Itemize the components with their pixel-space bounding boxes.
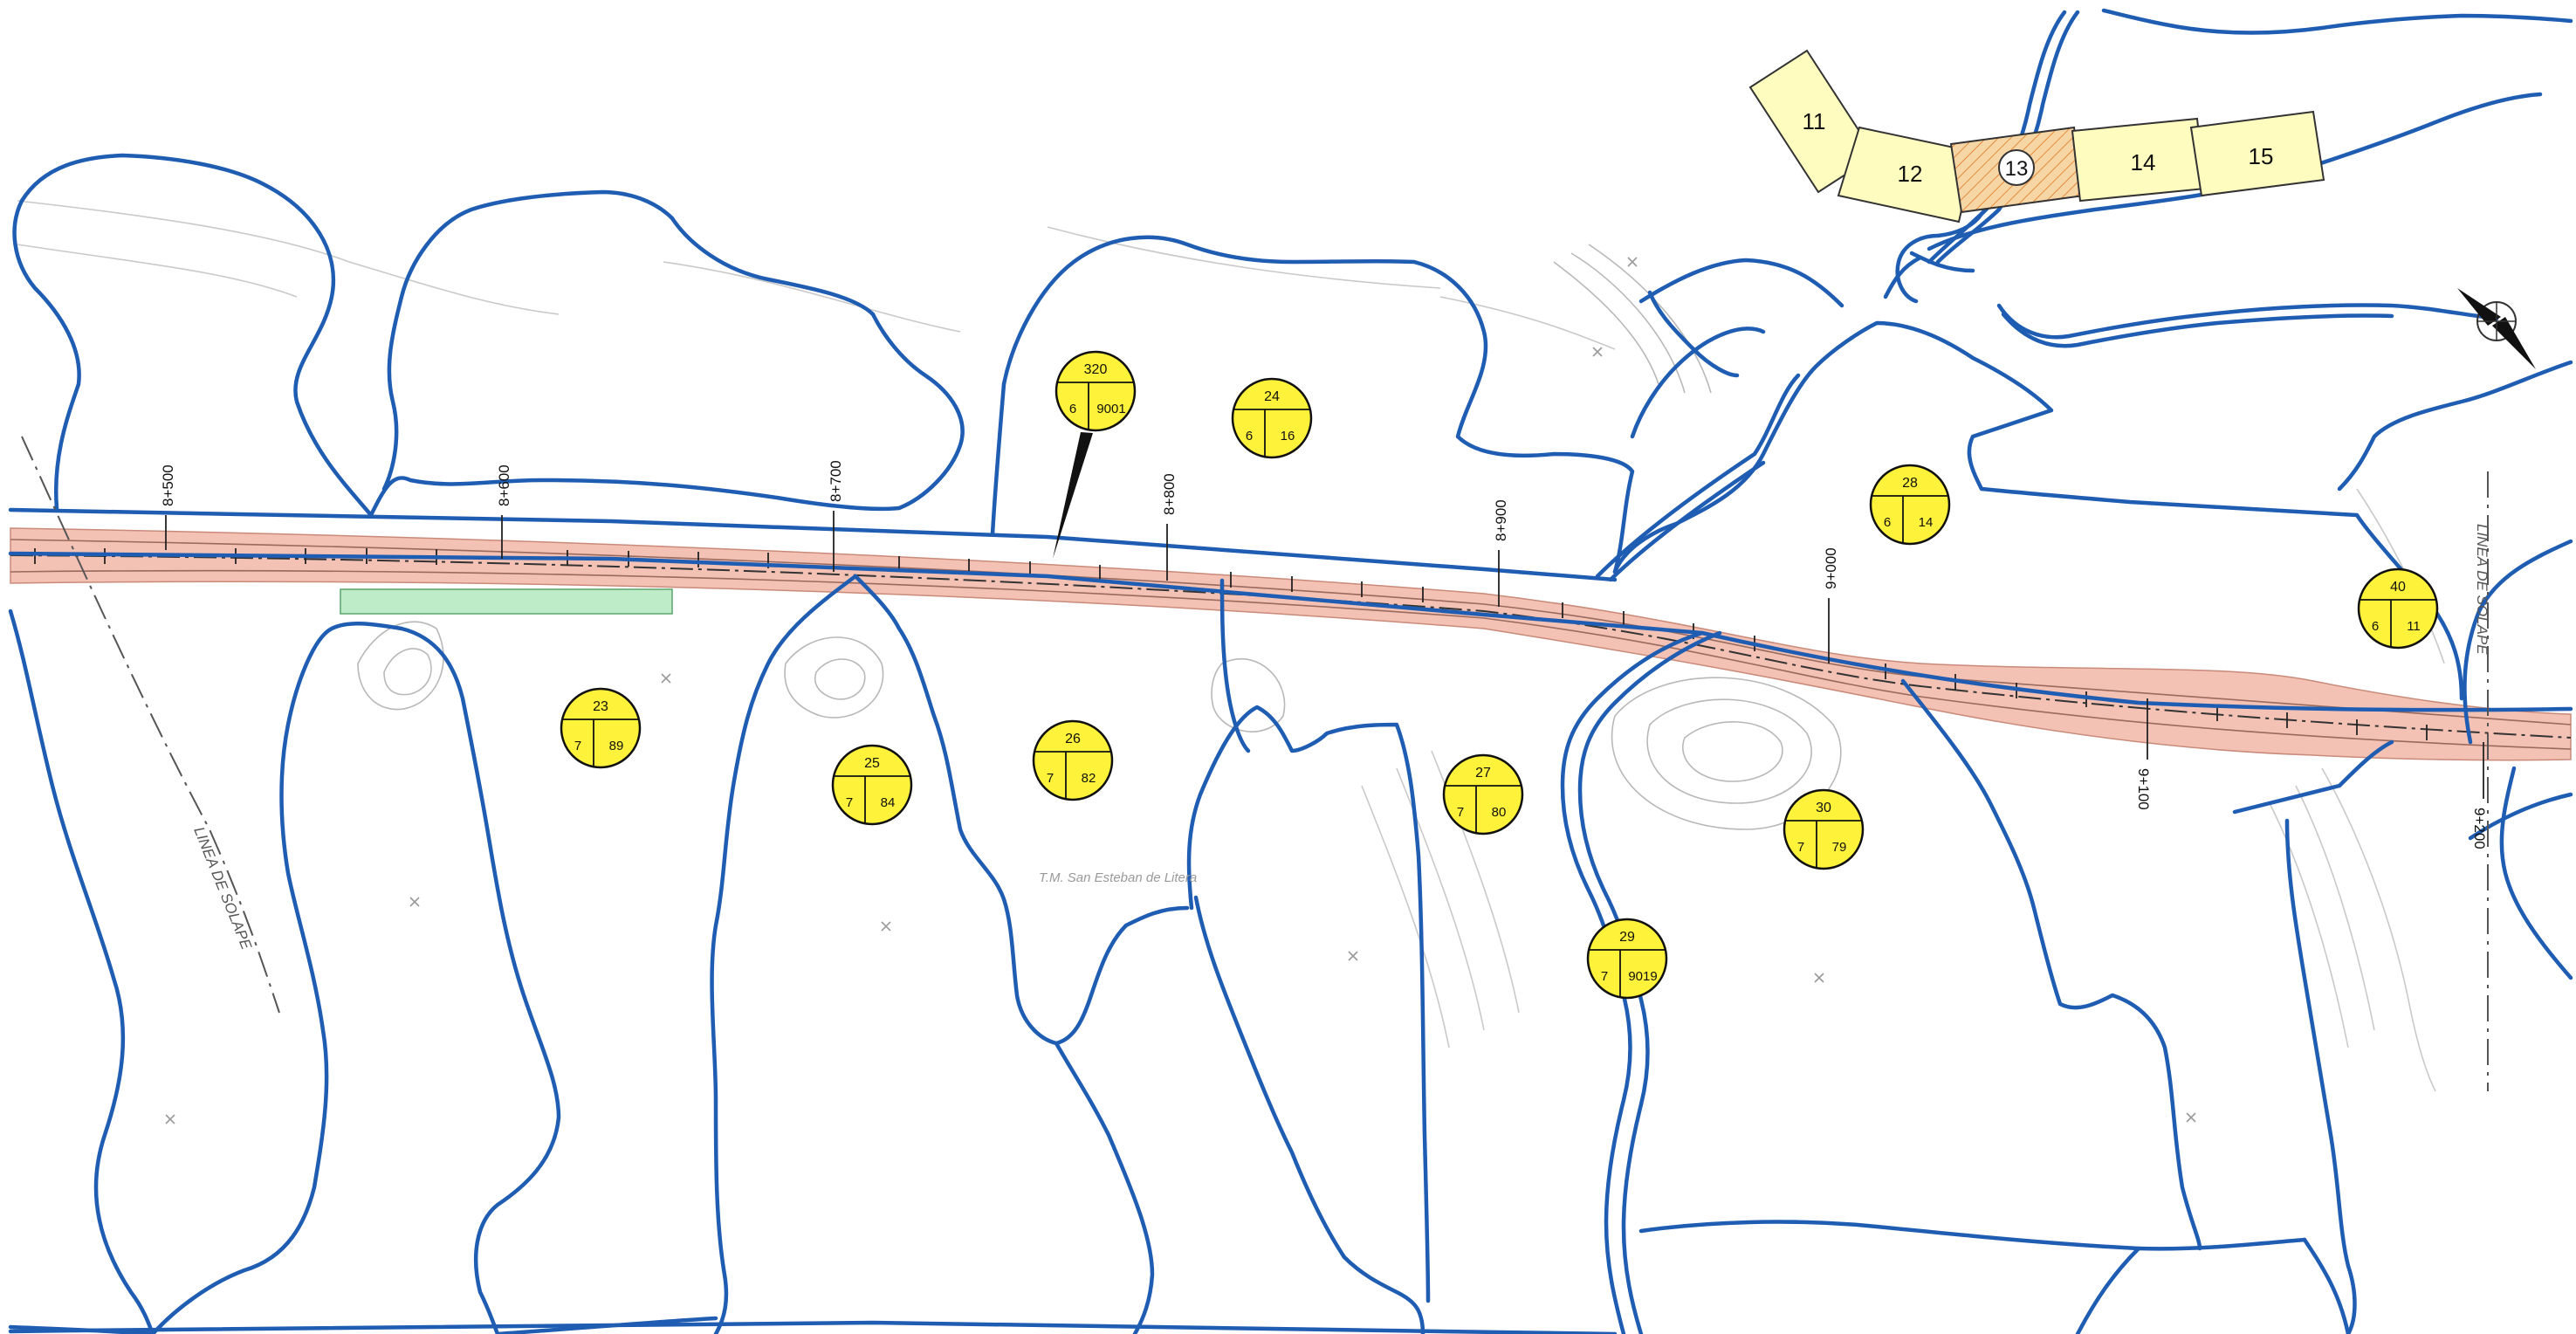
parcel-marker[interactable]: 24 6 16 [1231,377,1313,459]
svg-text:23: 23 [593,699,608,714]
svg-text:24: 24 [1264,389,1280,404]
svg-text:82: 82 [1082,771,1096,786]
svg-text:7: 7 [1047,771,1054,786]
parcel-marker[interactable]: 40 6 11 [2357,567,2439,650]
parcel-marker[interactable]: 29 7 9019 [1586,918,1668,1000]
svg-text:8+700: 8+700 [828,460,844,502]
svg-text:7: 7 [1601,969,1608,984]
svg-text:6: 6 [1246,429,1253,444]
svg-text:320: 320 [1084,362,1108,377]
parcel-marker[interactable]: 26 7 82 [1032,719,1114,801]
chainage-8+600: 8+600 [496,464,512,559]
svg-text:9001: 9001 [1096,402,1125,416]
svg-text:6: 6 [1069,402,1076,416]
chainage-8+900: 8+900 [1493,499,1509,607]
svg-text:14: 14 [1919,515,1934,530]
chainage-9+000: 9+000 [1823,547,1839,664]
municipality-label: T.M. San Esteban de Litera [1039,870,1197,885]
svg-text:8+500: 8+500 [160,464,176,506]
svg-text:89: 89 [609,739,624,753]
svg-text:8+800: 8+800 [1161,473,1178,515]
svg-text:80: 80 [1492,805,1507,820]
svg-text:30: 30 [1816,801,1831,815]
svg-text:8+900: 8+900 [1493,499,1509,541]
svg-text:6: 6 [1884,515,1891,530]
parcel-320-pointer [1053,432,1093,559]
svg-text:7: 7 [846,795,853,810]
chainage-8+500: 8+500 [160,464,176,550]
svg-text:25: 25 [864,756,880,771]
svg-text:27: 27 [1475,766,1491,780]
svg-text:8+600: 8+600 [496,464,512,506]
survey-points [165,257,2196,1124]
parcel-markers: 320 6 9001 24 6 16 28 6 14 40 6 11 [560,350,2439,1000]
svg-text:15: 15 [2249,143,2274,169]
chainage-9+200: 9+200 [2471,742,2488,849]
svg-text:11: 11 [2407,619,2421,634]
parcel-marker[interactable]: 320 6 9001 [1054,350,1137,432]
overlap-lines: LINEA DE SOLAPE LINEA DE SOLAPE [21,436,2490,1091]
svg-text:9+000: 9+000 [1823,547,1839,589]
svg-text:7: 7 [574,739,581,753]
overlap-label-left: LINEA DE SOLAPE [190,824,255,952]
svg-text:11: 11 [1803,108,1826,134]
parcel-marker[interactable]: 25 7 84 [831,744,913,826]
sheet-13-current[interactable]: 13 [1949,126,2085,214]
sheet-11[interactable]: 11 [1748,49,1877,194]
chainage-labels: 8+500 8+600 8+700 8+800 8+900 9+000 9+10… [160,460,2488,849]
svg-text:26: 26 [1065,732,1081,746]
svg-text:12: 12 [1898,161,1923,187]
svg-text:84: 84 [881,795,896,810]
svg-text:6: 6 [2372,619,2379,634]
sheet-12[interactable]: 12 [1837,126,1976,223]
svg-text:7: 7 [1457,805,1464,820]
svg-text:9+200: 9+200 [2471,808,2488,849]
svg-text:79: 79 [1832,840,1847,855]
svg-text:9+100: 9+100 [2135,768,2152,810]
chainage-8+700: 8+700 [828,460,844,572]
chainage-9+100: 9+100 [2135,698,2152,810]
road-corridor [10,527,2572,761]
north-arrow-icon [2457,288,2536,369]
svg-text:16: 16 [1281,429,1295,444]
parcel-marker[interactable]: 28 6 14 [1869,464,1951,546]
svg-text:13: 13 [2005,157,2029,181]
svg-text:29: 29 [1619,930,1635,945]
svg-text:7: 7 [1797,840,1804,855]
parcel-marker[interactable]: 30 7 79 [1783,788,1865,870]
svg-text:9019: 9019 [1628,969,1657,984]
svg-text:40: 40 [2390,580,2406,595]
svg-text:14: 14 [2131,149,2156,175]
chainage-8+800: 8+800 [1161,473,1178,581]
sheet-15[interactable]: 15 [2189,110,2325,197]
svg-text:28: 28 [1902,476,1918,491]
parcel-marker[interactable]: 23 7 89 [560,687,642,769]
sheet-14[interactable]: 14 [2071,117,2207,203]
overlap-label-right: LINEA DE SOLAPE [2474,524,2490,655]
parcel-marker[interactable]: 27 7 80 [1442,753,1524,835]
sheet-index: 11 12 13 14 15 [1748,49,2325,223]
